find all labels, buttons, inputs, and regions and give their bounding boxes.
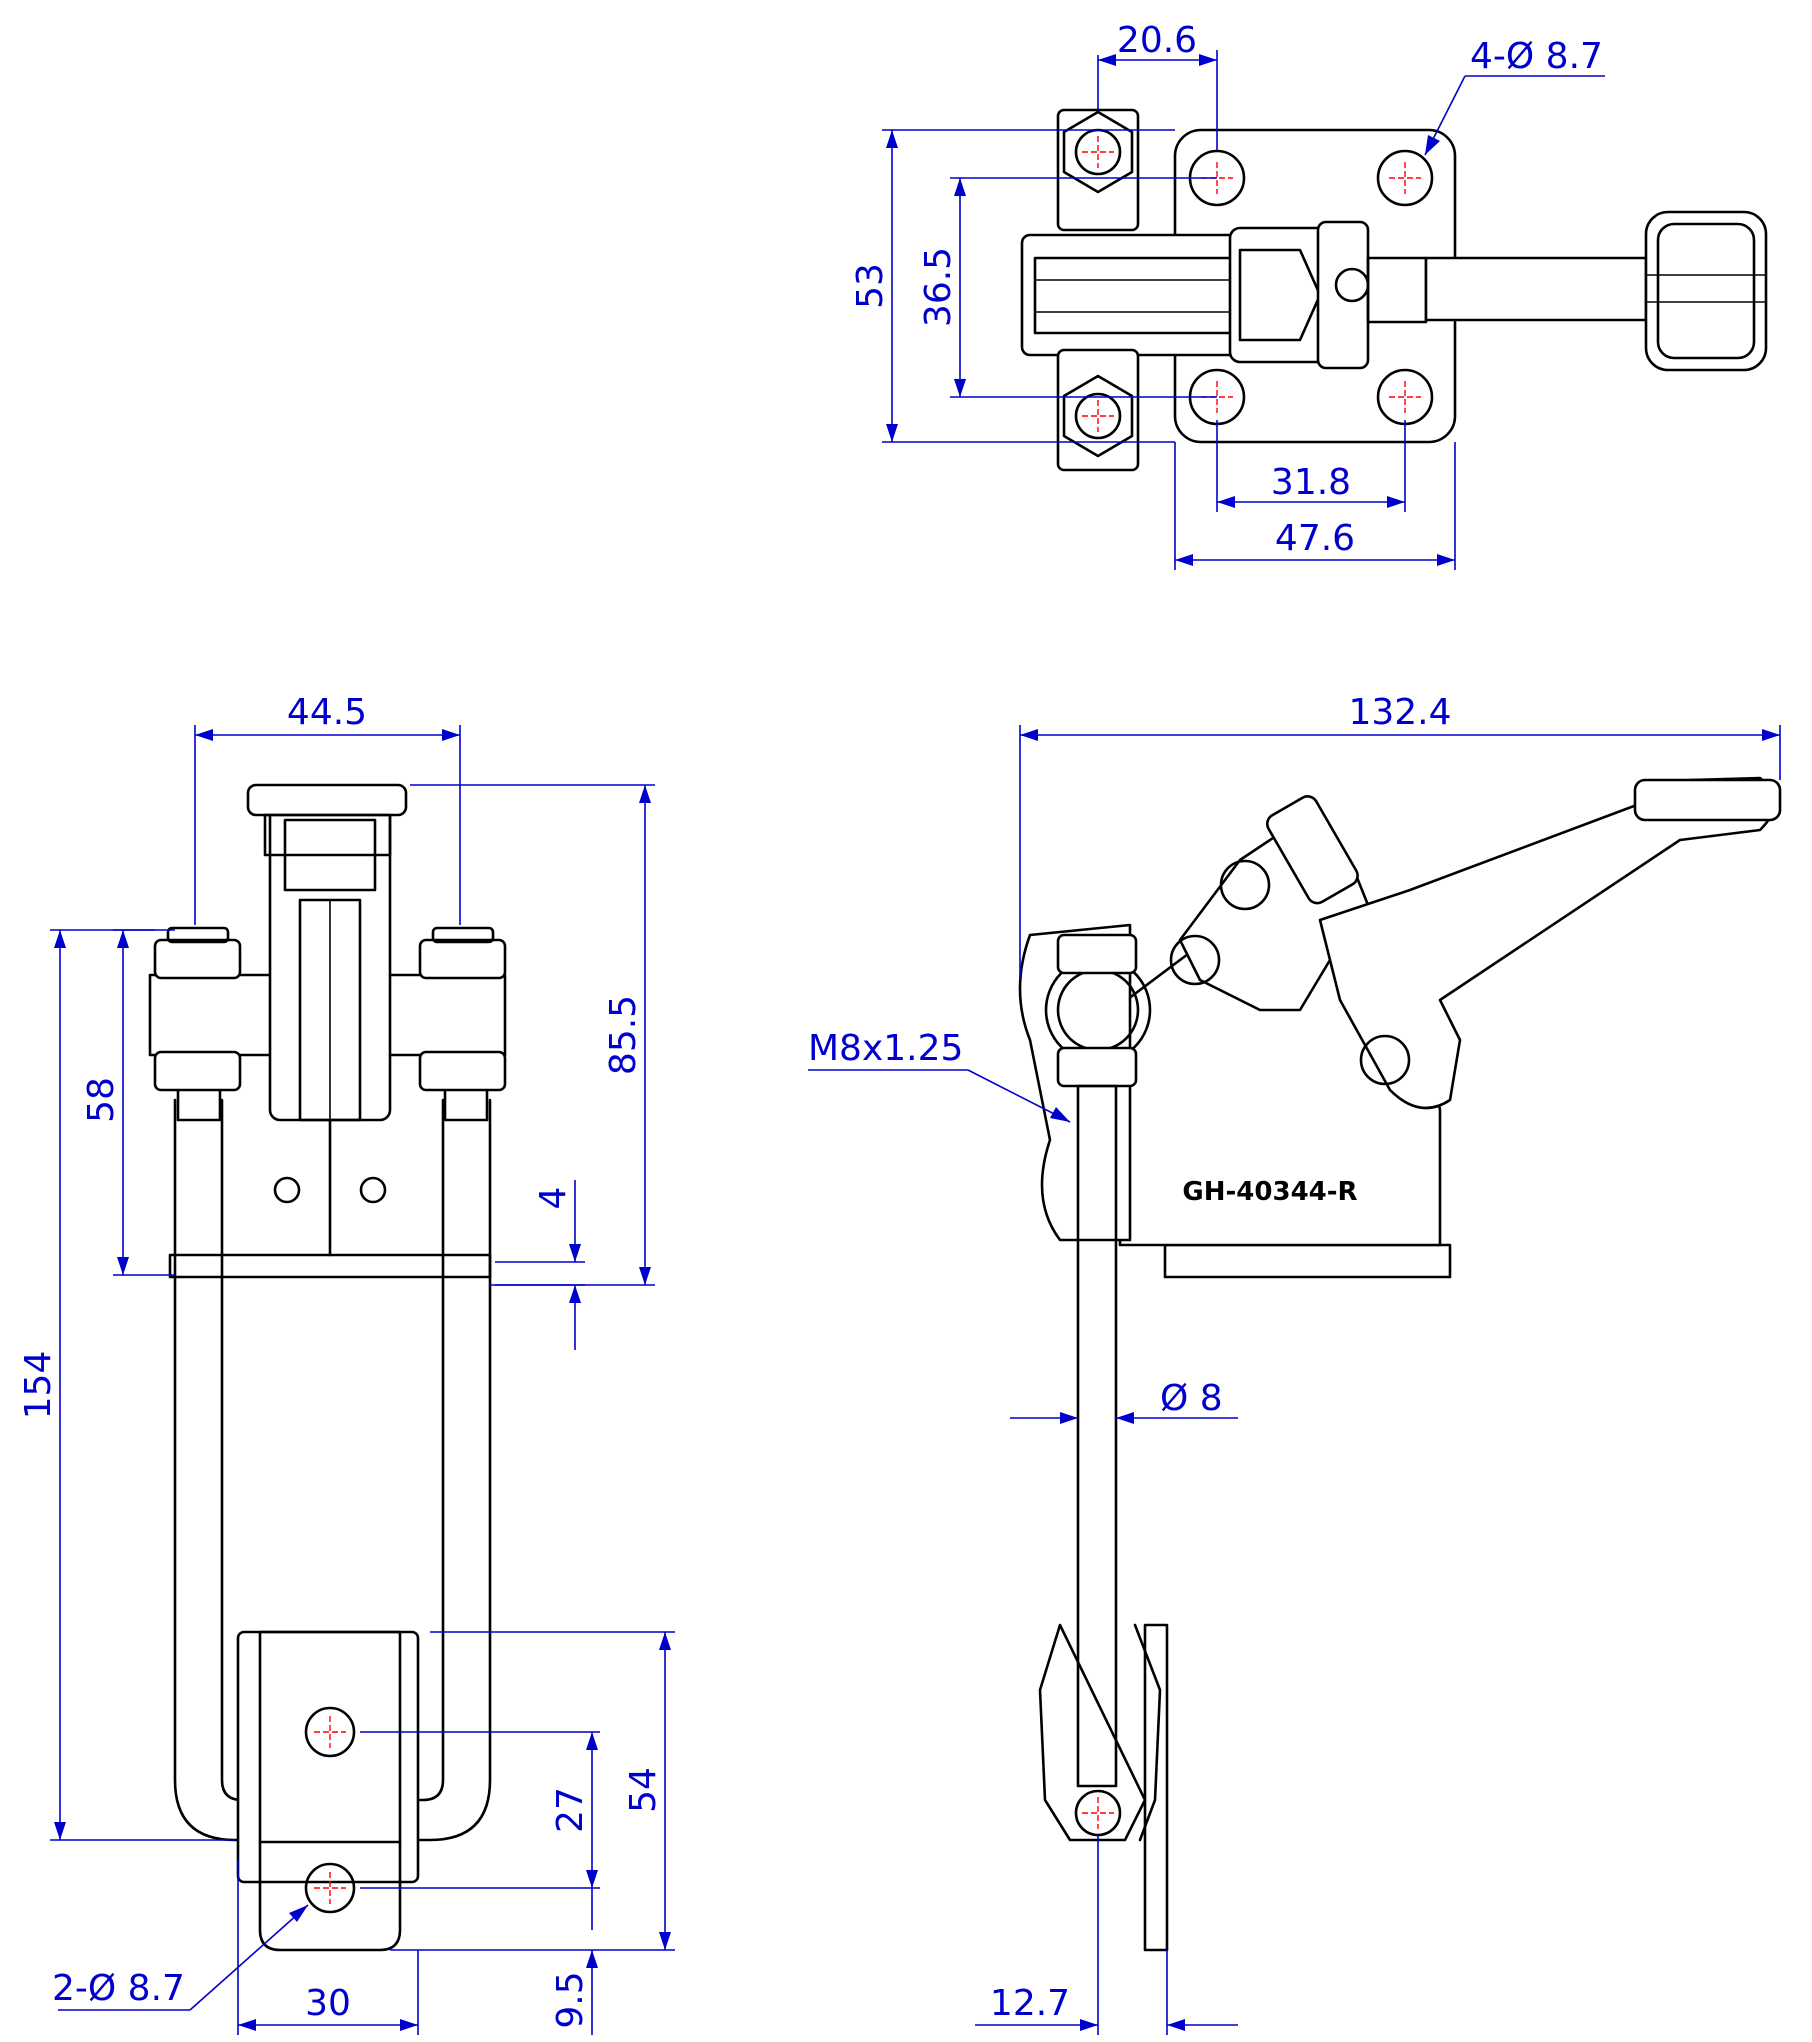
dim-offset: 12.7 — [990, 1983, 1070, 2024]
dim-overall: 154 — [18, 1351, 59, 1420]
top-view: 20.6 4-Ø 8.7 53 36.5 31.8 47.6 — [850, 20, 1768, 570]
dim-hook-edge: 9.5 — [550, 1971, 591, 2028]
front-view: 44.5 85.5 58 4 154 54 — [18, 692, 675, 2035]
side-view: GH-40344-R 132.4 M8x1.25 — [808, 692, 1782, 2035]
dim-width: 44.5 — [287, 692, 367, 733]
dim-rod-dia: Ø 8 — [1160, 1378, 1223, 1419]
dim-hook-holes: 2-Ø 8.7 — [52, 1968, 185, 2009]
dim-hook-pitch: 27 — [550, 1787, 591, 1833]
dim-length: 132.4 — [1348, 692, 1451, 733]
dim-bolt-offset: 20.6 — [1117, 20, 1197, 61]
dim-gap: 4 — [533, 1187, 574, 1210]
dim-mount-holes: 4-Ø 8.7 — [1470, 36, 1603, 77]
dim-hook-width: 30 — [305, 1983, 351, 2024]
dim-thread: M8x1.25 — [808, 1028, 963, 1069]
dim-overall-height: 53 — [850, 263, 891, 309]
dim-hole-pitch-v: 36.5 — [918, 247, 959, 327]
dim-hook-height: 54 — [623, 1767, 664, 1813]
dim-upper: 58 — [81, 1077, 122, 1123]
dim-height-top: 85.5 — [603, 995, 644, 1075]
dim-hole-pitch-h: 31.8 — [1271, 462, 1351, 503]
dim-base-width: 47.6 — [1275, 518, 1355, 559]
part-number: GH-40344-R — [1182, 1177, 1357, 1207]
